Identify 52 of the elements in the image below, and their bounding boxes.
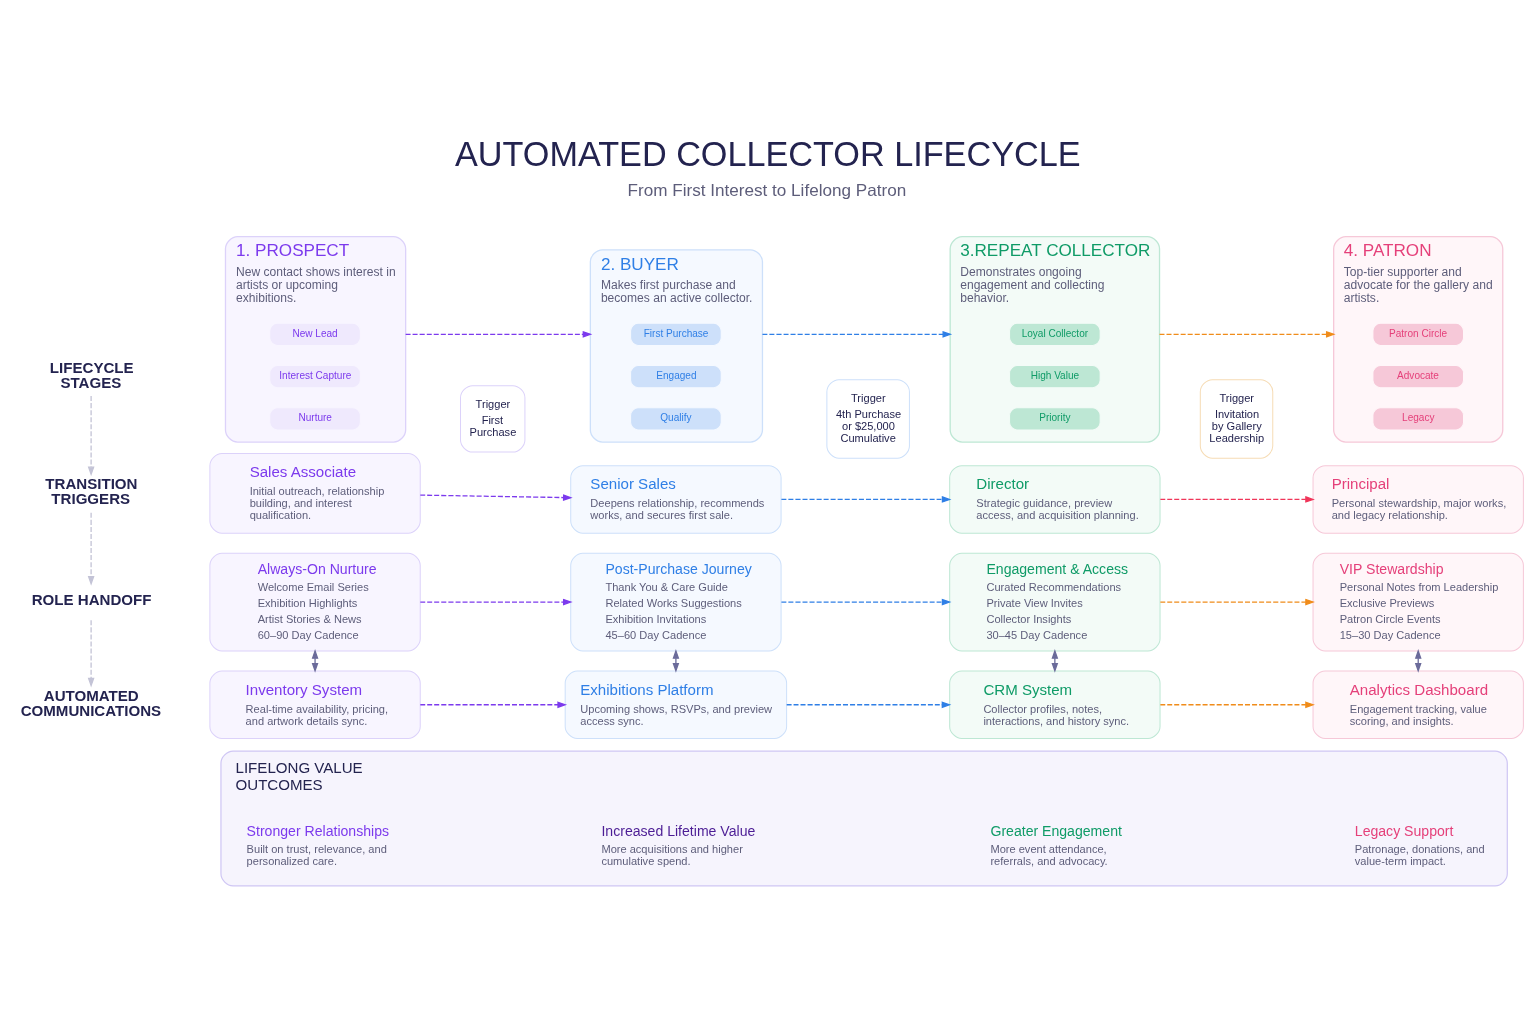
node-text: Legacy Support Patronage, donations, and value-term impact. [1354,822,1485,867]
node-text: Greater Engagement More event attendance, referrals, and advocacy. [990,822,1122,867]
node-box: Engaged [630,364,722,388]
node-text: Stronger Relationships Built on trust, relevance, and personalized care. [246,822,390,867]
arrow [786,700,952,708]
arrow [1159,598,1315,605]
arrow [87,511,95,586]
node-box: Engagement & Access Curated Recommendations Private View Invites Collector Insights 30–45 Day Cadence [949,552,1161,651]
arrow [87,394,95,476]
arrow [419,493,573,501]
arrow [780,598,952,605]
node-box: CRM System Collector profiles, notes, interactions, and history sync. [949,670,1161,739]
node-box: Post-Purchase Journey Thank You & Care Guide Related Works Suggestions Exhibition Invitations 45–60 Day Cadence [570,552,782,651]
arrow [761,330,953,338]
node-text: TRANSITION TRIGGERS [45,474,138,507]
arrow [1159,495,1315,503]
node-box: Always-On Nurture Welcome Email Series Exhibition Highlights Artist Stories & News 60–90 Day Cadence [209,552,421,651]
node-box: Principal Personal stewardship, major works, and legacy relationship. [1312,464,1524,534]
caption: From First Interest to Lifelong Patron [627,180,907,200]
arrow [311,648,319,673]
node-text: ROLE HANDOFF [31,590,152,608]
node-box: Qualify [630,406,722,430]
node-box: Sales Associate Initial outreach, relationship building, and interest qualification. [209,452,421,534]
node-box: Priority [1009,406,1101,430]
arrow [780,495,952,503]
node-box: Legacy [1372,406,1464,430]
arrow [419,700,568,708]
arrow [419,598,573,605]
node-box: Trigger 4th Purchase or $25,000 Cumulative [826,378,910,459]
node-box: Analytics Dashboard Engagement tracking, value scoring, and insights. [1312,670,1524,739]
arrow [1051,648,1059,673]
node-box: Patron Circle [1372,322,1464,346]
node-box: Loyal Collector [1009,322,1101,346]
arrow [1158,330,1336,338]
node-text: AUTOMATED COMMUNICATIONS [20,686,162,719]
node-box: Director Strategic guidance, preview access, and acquisition planning. [949,464,1161,534]
node-box: Exhibitions Platform Upcoming shows, RSVPs, and preview access sync. [564,670,788,739]
node-box: Advocate [1372,364,1464,388]
node-text: Increased Lifetime Value More acquisitions and higher cumulative spend. [601,822,756,867]
node-box: Trigger First Purchase [460,384,526,453]
node-box: First Purchase [630,322,722,346]
arrow [87,619,95,687]
node-box: Trigger Invitation by Gallery Leadership [1199,378,1274,459]
arrow [405,330,593,338]
node-box: Inventory System Real-time availability, pricing, and artwork details sync. [209,670,421,739]
arrow [672,648,680,673]
diagram-title: AUTOMATED COLLECTOR LIFECYCLE [454,134,1081,173]
arrow [1159,700,1315,708]
node-text: LIFECYCLE STAGES [49,358,134,391]
node-box: High Value [1009,364,1101,388]
node-box: VIP Stewardship Personal Notes from Leadership Exclusive Previews Patron Circle Events 15–30 Day Cadence [1312,552,1524,651]
node-box: Senior Sales Deepens relationship, recommends works, and secures first sale. [570,464,782,534]
